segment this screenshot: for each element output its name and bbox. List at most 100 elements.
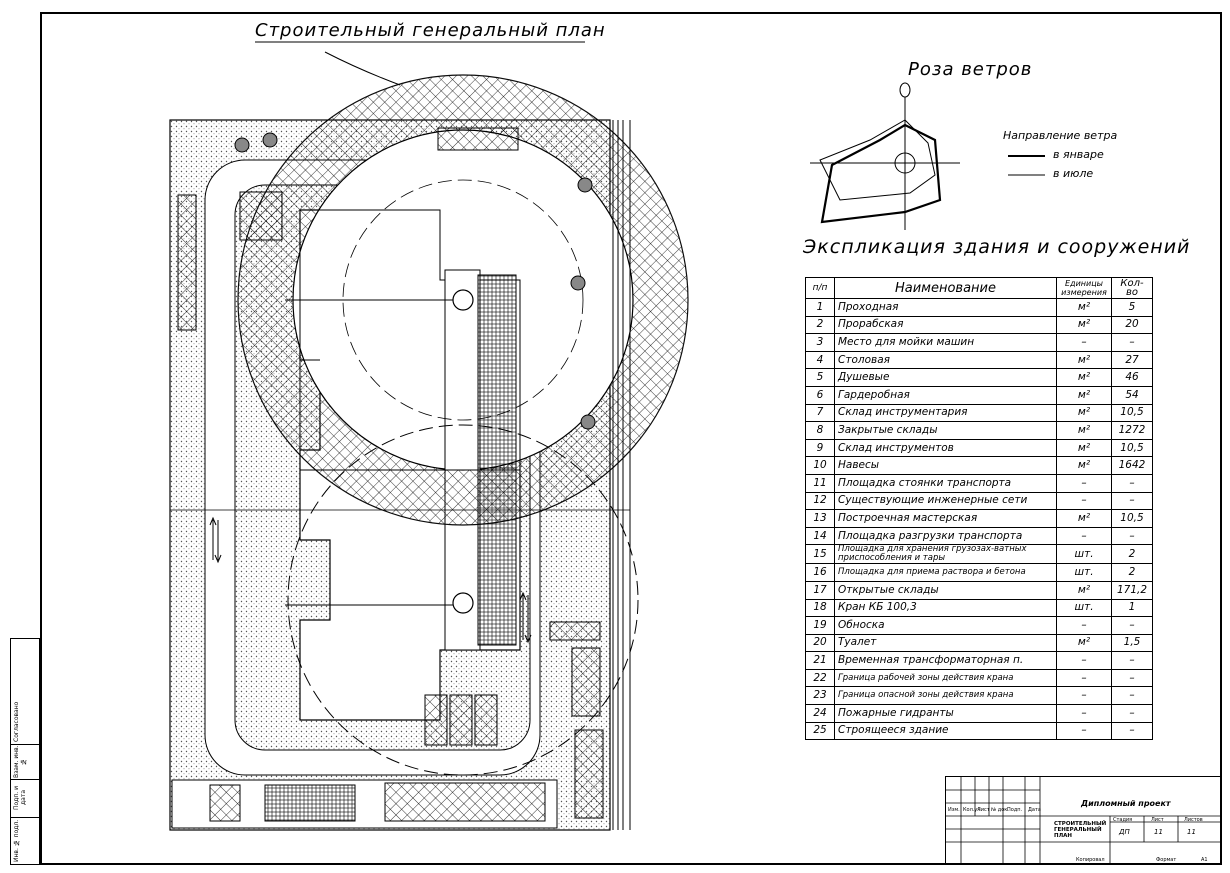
cell-unit: м² bbox=[1056, 421, 1112, 440]
cell-qty: 1272 bbox=[1111, 421, 1153, 440]
cell-unit: шт. bbox=[1056, 544, 1112, 565]
header-unit: Единицы измерения bbox=[1056, 277, 1112, 299]
header-num: п/п bbox=[805, 277, 835, 299]
drawing-frame bbox=[40, 12, 1222, 865]
cell-unit: – bbox=[1056, 704, 1112, 723]
cell-qty: 1,5 bbox=[1111, 633, 1153, 653]
cell-name: Закрытые склады bbox=[834, 421, 1057, 440]
cell-num: 22 bbox=[805, 668, 835, 688]
cell-qty: – bbox=[1111, 686, 1153, 706]
crane-mast-1 bbox=[452, 289, 474, 311]
cell-name: Прорабская bbox=[834, 315, 1057, 335]
title-block: Дипломный проект СТРОИТЕЛЬНЫЙ ГЕНЕРАЛЬНЫ… bbox=[945, 776, 1221, 864]
crane-zone-lower bbox=[287, 424, 639, 776]
side-stamp: Согласовано Взам. инв. № Подп. и дата Ин… bbox=[10, 638, 40, 865]
copied-label: Копировал bbox=[1076, 857, 1105, 863]
cell-qty: – bbox=[1111, 526, 1153, 546]
cell-qty: 54 bbox=[1111, 385, 1153, 405]
col-label-change: Изм. bbox=[948, 807, 960, 813]
cell-num: 21 bbox=[805, 651, 835, 670]
cell-qty: 10,5 bbox=[1111, 403, 1153, 423]
cell-num: 19 bbox=[805, 616, 835, 635]
cell-qty: 2 bbox=[1111, 544, 1153, 565]
cell-unit: – bbox=[1056, 668, 1112, 688]
cell-qty: – bbox=[1111, 616, 1153, 635]
cell-num: 18 bbox=[805, 598, 835, 618]
cell-name: Столовая bbox=[834, 350, 1057, 370]
cell-num: 25 bbox=[805, 721, 835, 741]
cell-name: Кран КБ 100,3 bbox=[834, 598, 1057, 618]
cell-qty: – bbox=[1111, 333, 1153, 352]
wind-legend-january: в январе bbox=[1053, 148, 1104, 161]
cell-qty: – bbox=[1111, 473, 1153, 493]
sheet-label: Лист bbox=[1151, 817, 1164, 823]
sheet-title: СТРОИТЕЛЬНЫЙ ГЕНЕРАЛЬНЫЙ ПЛАН bbox=[1054, 821, 1107, 839]
cell-unit: – bbox=[1056, 686, 1112, 706]
cell-num: 2 bbox=[805, 315, 835, 335]
cell-name: Площадка стоянки транспорта bbox=[834, 473, 1057, 493]
project-type: Дипломный проект bbox=[1081, 799, 1171, 808]
sheets-label: Листов bbox=[1184, 817, 1203, 823]
cell-qty: 5 bbox=[1111, 298, 1153, 317]
cell-name: Склад инструментов bbox=[834, 438, 1057, 458]
cell-qty: 10,5 bbox=[1111, 438, 1153, 458]
cell-unit: – bbox=[1056, 333, 1112, 352]
cell-num: 20 bbox=[805, 633, 835, 653]
cell-name: Временная трансформаторная п. bbox=[834, 651, 1057, 670]
cell-name: Граница опасной зоны действия крана bbox=[834, 686, 1057, 706]
cell-qty: 20 bbox=[1111, 315, 1153, 335]
cell-unit: – bbox=[1056, 526, 1112, 546]
cell-num: 7 bbox=[805, 403, 835, 423]
format-label: Формат bbox=[1156, 857, 1177, 863]
cell-unit: – bbox=[1056, 473, 1112, 493]
cell-name: Открытые склады bbox=[834, 580, 1057, 600]
cell-qty: 1 bbox=[1111, 598, 1153, 618]
cell-name: Площадка для хранения грузозах-ватных пр… bbox=[834, 544, 1057, 565]
cell-name: Площадка разгрузки транспорта bbox=[834, 526, 1057, 546]
cell-qty: – bbox=[1111, 651, 1153, 670]
table-header-row: п/п Наименование Единицы измерения Кол-в… bbox=[805, 277, 1153, 299]
cell-name: Существующие инженерные сети bbox=[834, 491, 1057, 511]
col-label-sign: Подп. bbox=[1007, 807, 1023, 813]
title-leader bbox=[324, 51, 401, 86]
cell-unit: м² bbox=[1056, 385, 1112, 405]
cell-qty: 171,2 bbox=[1111, 580, 1153, 600]
wind-rose-title: Роза ветров bbox=[908, 59, 1033, 80]
cell-name: Место для мойки машин bbox=[834, 333, 1057, 352]
cell-unit: шт. bbox=[1056, 598, 1112, 618]
cell-qty: 10,5 bbox=[1111, 509, 1153, 528]
cell-unit: – bbox=[1056, 616, 1112, 635]
wind-legend-title: Направление ветра bbox=[1003, 129, 1118, 142]
cell-qty: 2 bbox=[1111, 563, 1153, 582]
format-value: А1 bbox=[1201, 857, 1208, 863]
explication-title: Экспликация здания и сооружений bbox=[803, 236, 1191, 258]
header-qty: Кол-во bbox=[1111, 277, 1153, 299]
sheets-value: 11 bbox=[1187, 828, 1196, 836]
cell-num: 12 bbox=[805, 491, 835, 511]
cell-unit: м² bbox=[1056, 580, 1112, 600]
cell-name: Туалет bbox=[834, 633, 1057, 653]
cell-unit: м² bbox=[1056, 298, 1112, 317]
storage-block bbox=[177, 194, 197, 331]
cell-unit: м² bbox=[1056, 509, 1112, 528]
cell-unit: м² bbox=[1056, 456, 1112, 475]
cell-name: Граница рабочей зоны действия крана bbox=[834, 668, 1057, 688]
cell-unit: – bbox=[1056, 491, 1112, 511]
